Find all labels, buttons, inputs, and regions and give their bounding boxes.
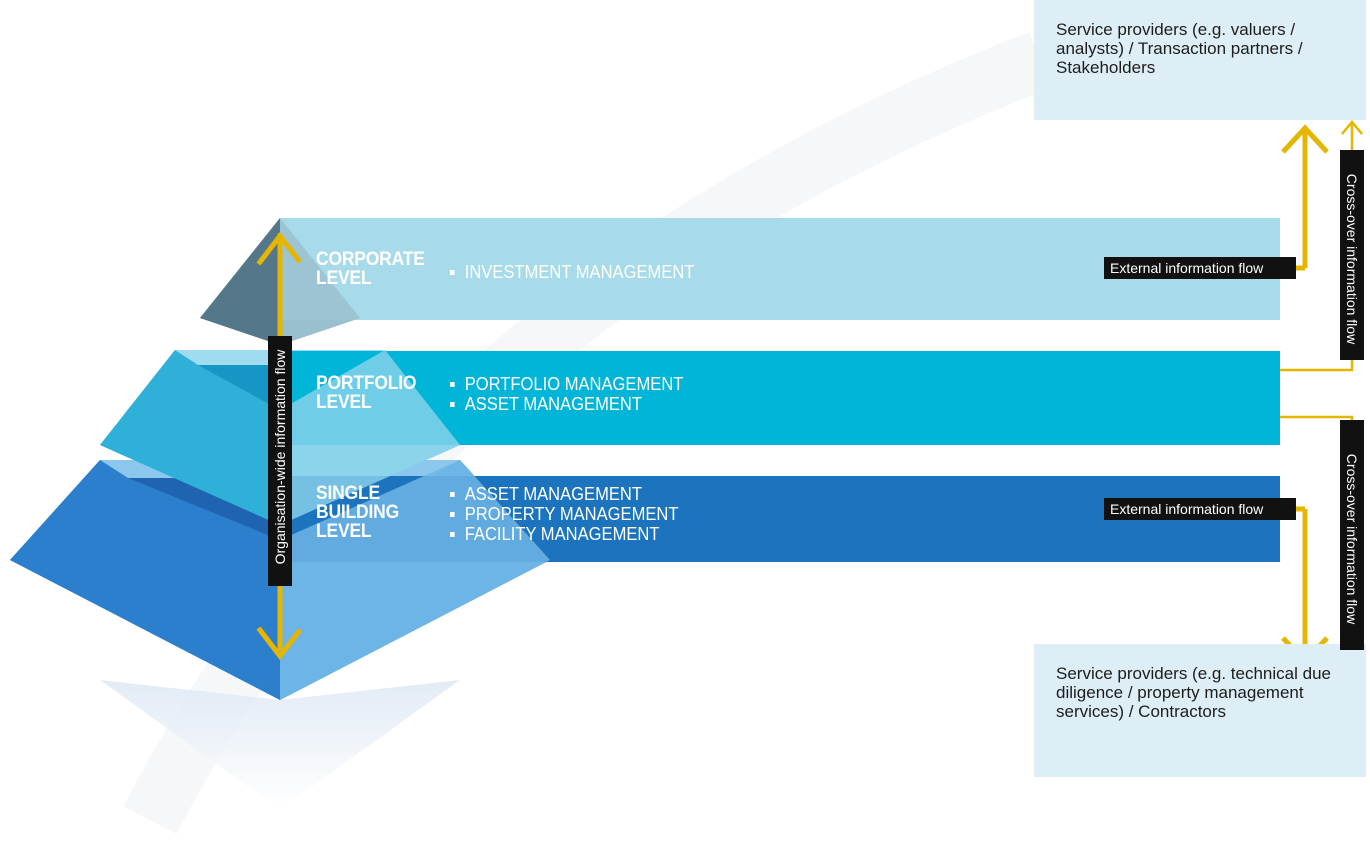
svc-bottom-line-3: services) / Contractors (1056, 702, 1227, 721)
building-title-line-1: SINGLE (316, 483, 380, 504)
list-item: FACILITY MANAGEMENT (450, 524, 679, 544)
pyramid-reflection (100, 680, 460, 810)
svc-top-line-3: Stakeholders (1056, 58, 1156, 77)
list-item: ASSET MANAGEMENT (450, 484, 679, 504)
corporate-level-items: INVESTMENT MANAGEMENT (450, 262, 694, 282)
organisation-flow-text: Organisation-wide information flow (272, 349, 288, 565)
service-providers-bottom-box: Service providers (e.g. technical due di… (1034, 644, 1366, 777)
corporate-title-line-1: CORPORATE (316, 249, 425, 270)
external-flow-label-bottom: External information flow (1104, 498, 1296, 520)
corporate-level-title: CORPORATE LEVEL (316, 250, 426, 288)
building-title-line-3: LEVEL (316, 521, 372, 542)
crossover-flow-text-bottom: Cross-over information flow (1344, 453, 1360, 625)
building-level-items: ASSET MANAGEMENT PROPERTY MANAGEMENT FAC… (450, 484, 679, 544)
list-item: PROPERTY MANAGEMENT (450, 504, 679, 524)
svc-bottom-line-1: Service providers (e.g. technical due (1056, 664, 1331, 683)
building-level-title: SINGLE BUILDING LEVEL (316, 484, 426, 541)
crossover-flow-text-top: Cross-over information flow (1344, 173, 1360, 345)
service-providers-top-box: Service providers (e.g. valuers / analys… (1034, 0, 1366, 120)
list-item: ASSET MANAGEMENT (450, 394, 683, 414)
list-item: INVESTMENT MANAGEMENT (450, 262, 694, 282)
svc-top-line-1: Service providers (e.g. valuers / (1056, 20, 1296, 39)
background-area (0, 0, 1040, 560)
portfolio-title-line-2: LEVEL (316, 392, 372, 413)
band-portfolio-level (280, 351, 1280, 445)
portfolio-title-line-1: PORTFOLIO (316, 373, 417, 394)
svc-top-line-2: analysts) / Transaction partners / (1056, 39, 1303, 58)
list-item: PORTFOLIO MANAGEMENT (450, 374, 683, 394)
crossover-flow-label-bottom: Cross-over information flow (1340, 420, 1364, 650)
external-flow-label-top: External information flow (1104, 257, 1296, 279)
corporate-title-line-2: LEVEL (316, 268, 372, 289)
crossover-flow-label-top: Cross-over information flow (1340, 150, 1364, 360)
svc-bottom-line-2: diligence / property management (1056, 683, 1304, 702)
building-title-line-2: BUILDING (316, 502, 400, 523)
organisation-flow-label: Organisation-wide information flow (268, 336, 292, 586)
portfolio-level-items: PORTFOLIO MANAGEMENT ASSET MANAGEMENT (450, 374, 683, 414)
portfolio-level-title: PORTFOLIO LEVEL (316, 374, 426, 412)
